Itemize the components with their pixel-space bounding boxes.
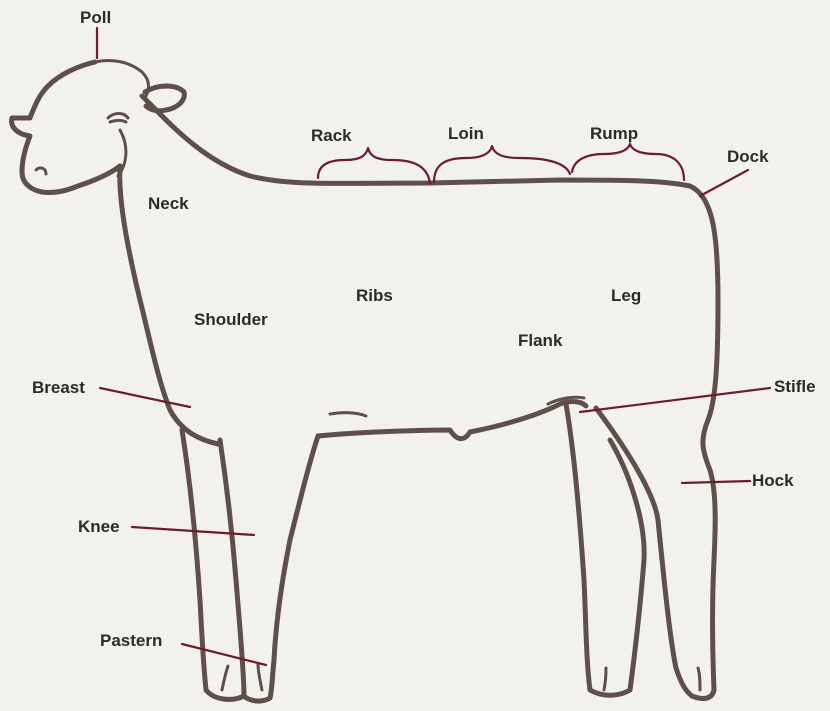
dock-leader — [700, 170, 748, 196]
sheep-poll-wool — [95, 60, 149, 96]
hock-leader — [682, 481, 750, 483]
loin-brace — [434, 146, 570, 182]
label-rump: Rump — [590, 125, 638, 142]
label-poll: Poll — [80, 9, 111, 26]
sheep-eye — [108, 114, 128, 123]
label-breast: Breast — [32, 379, 85, 396]
label-shoulder: Shoulder — [194, 311, 268, 328]
label-rack: Rack — [311, 127, 352, 144]
label-dock: Dock — [727, 148, 769, 165]
label-flank: Flank — [518, 332, 562, 349]
label-knee: Knee — [78, 518, 120, 535]
sheep-far-hind-leg — [566, 404, 644, 695]
breast-leader — [100, 388, 190, 407]
sheep-belly — [318, 402, 586, 439]
sheep-front-leg-near — [182, 430, 244, 699]
sheep-nostril — [36, 168, 46, 174]
label-leg: Leg — [611, 287, 641, 304]
sheep-head-outline — [12, 62, 120, 193]
sheep-rear-outline — [690, 186, 718, 690]
rump-brace — [572, 144, 684, 180]
sheep-elbow — [330, 413, 366, 416]
label-pastern: Pastern — [100, 632, 162, 649]
stifle-leader — [580, 388, 770, 412]
label-ribs: Ribs — [356, 287, 393, 304]
label-loin: Loin — [448, 125, 484, 142]
sheep-hind-hoof — [676, 668, 714, 698]
label-neck: Neck — [148, 195, 189, 212]
rack-brace — [318, 148, 430, 184]
pastern-leader — [182, 644, 266, 665]
label-stifle: Stifle — [774, 378, 816, 395]
label-hock: Hock — [752, 472, 794, 489]
